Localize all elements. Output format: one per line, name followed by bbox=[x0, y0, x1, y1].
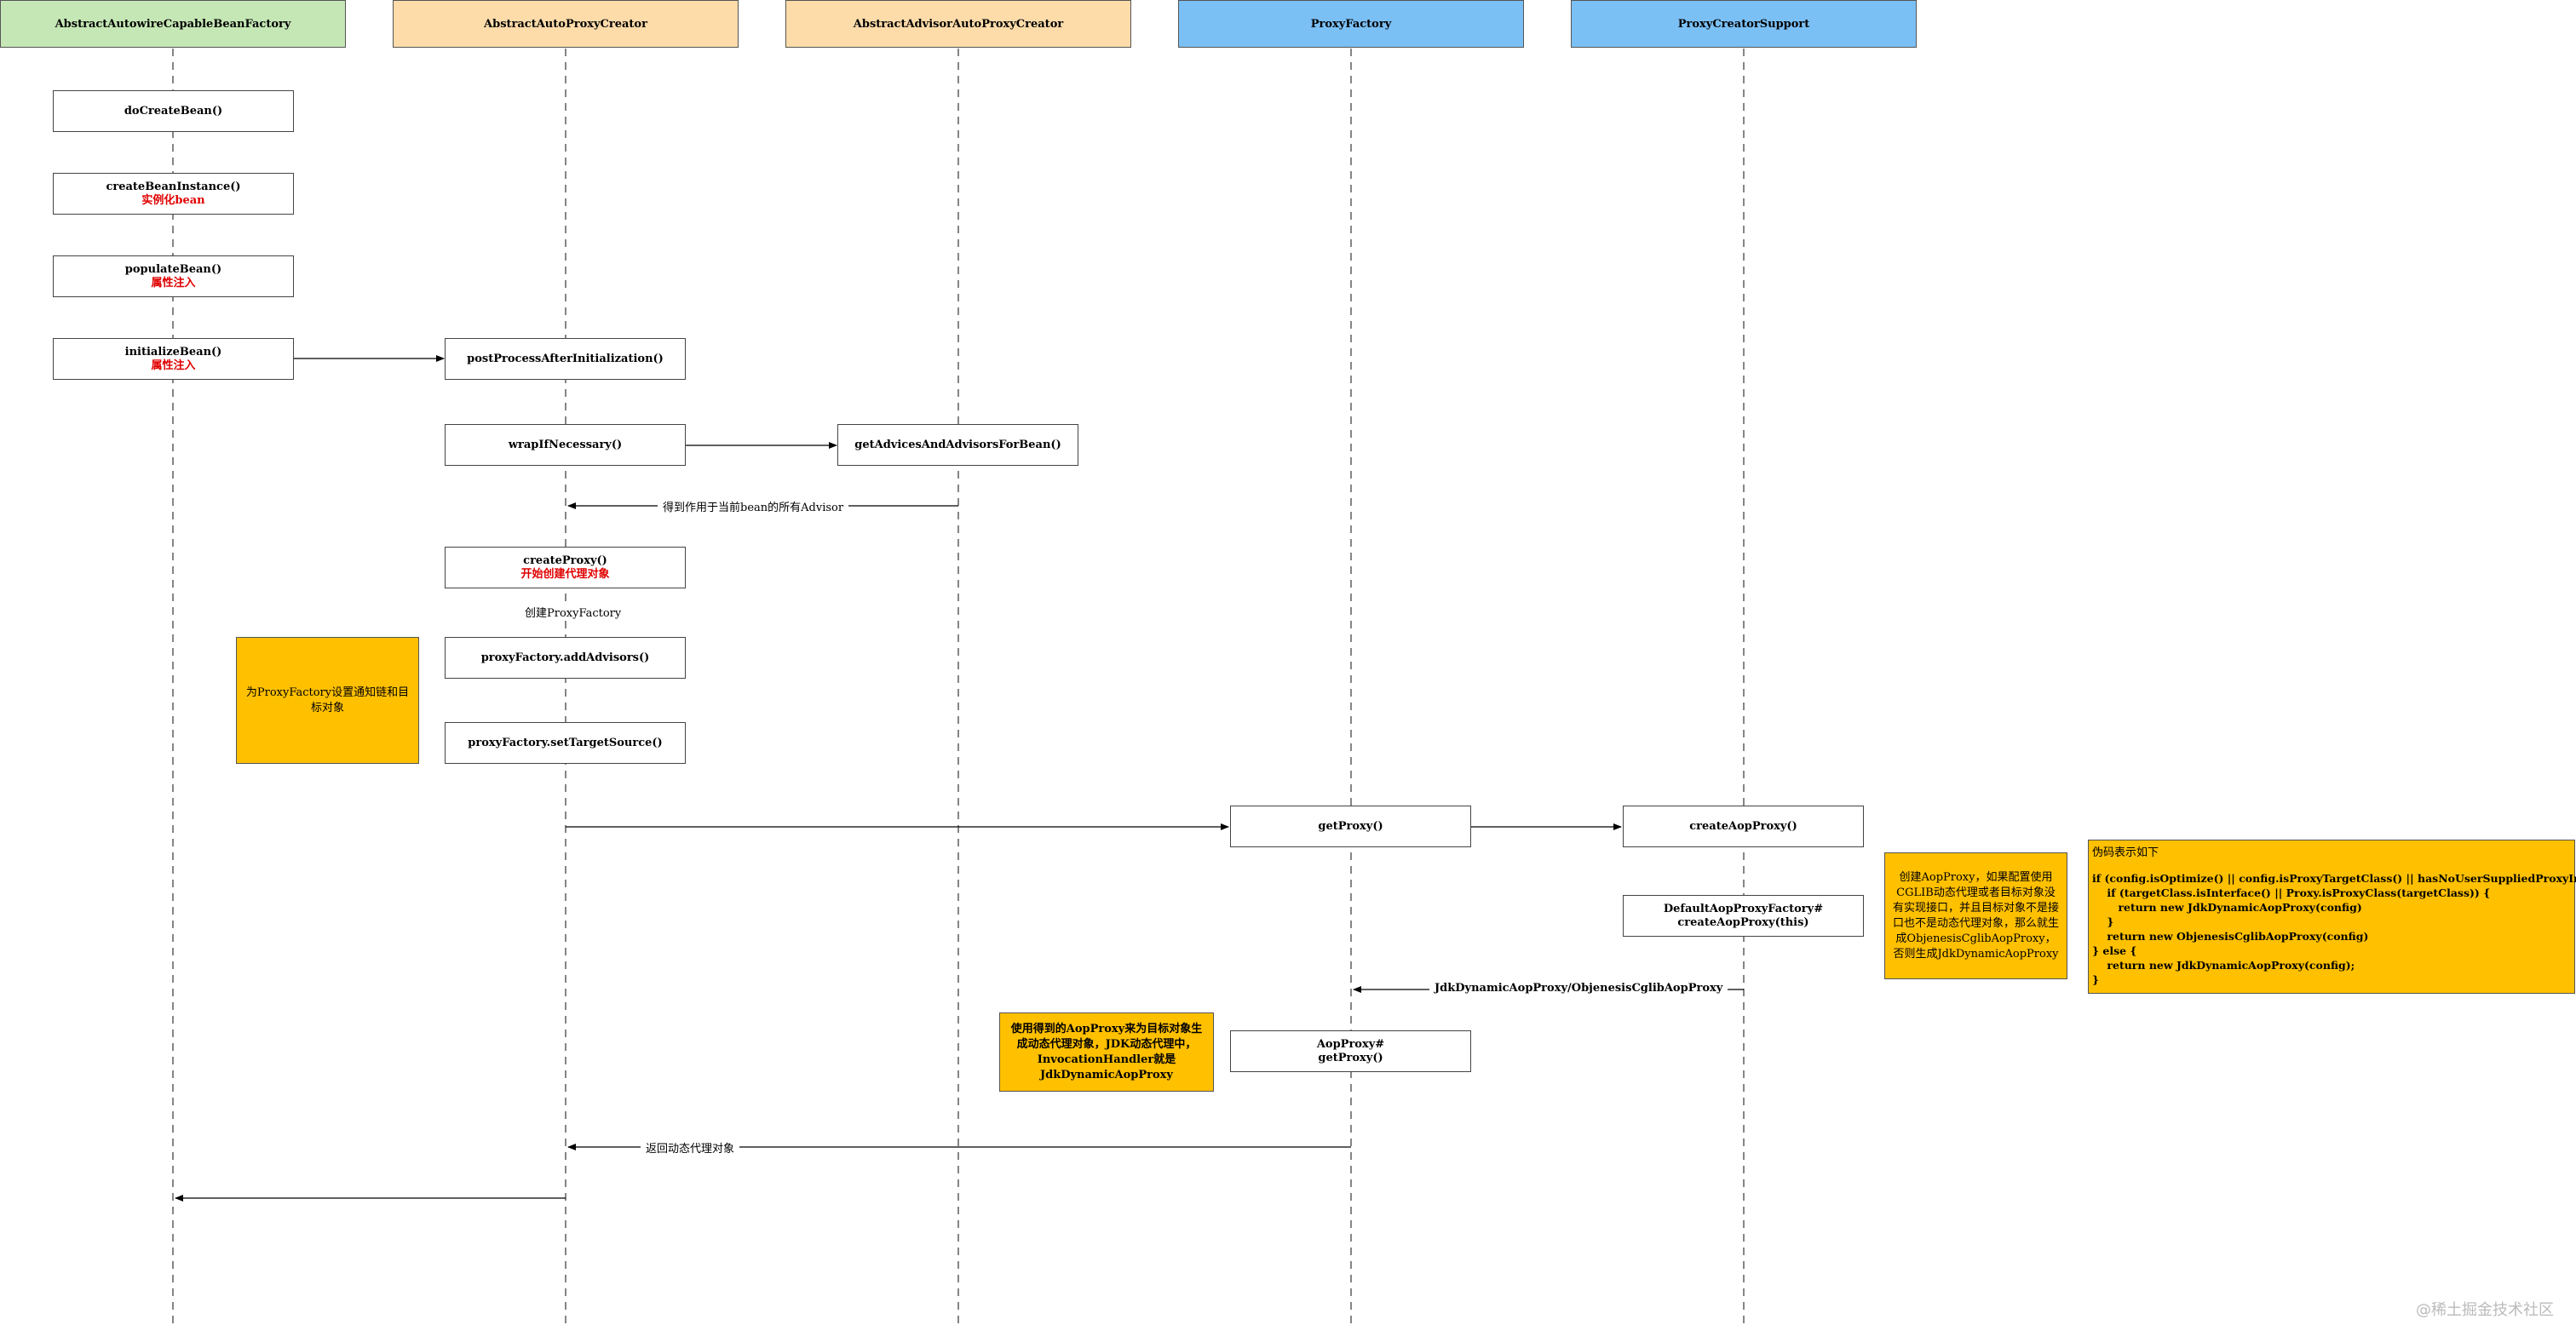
lifeline-abstract-autowire-capable-bean-factory: AbstractAutowireCapableBeanFactory bbox=[0, 0, 346, 48]
message-proxy-return: 返回动态代理对象 bbox=[641, 1139, 740, 1156]
step-title: getProxy() bbox=[1318, 819, 1383, 833]
step-default-aop-proxy-factory: DefaultAopProxyFactory# createAopProxy(t… bbox=[1623, 895, 1864, 937]
message-advisors-return: 得到作用于当前bean的所有Advisor bbox=[658, 498, 849, 514]
note-text: 创建AopProxy，如果配置使用CGLIB动态代理或者目标对象没有实现接口，并… bbox=[1892, 870, 2059, 961]
step-post-process-after-initialization: postProcessAfterInitialization() bbox=[445, 338, 686, 380]
step-title: createBeanInstance() bbox=[106, 180, 241, 193]
step-title: wrapIfNecessary() bbox=[508, 438, 623, 451]
lifeline-proxy-factory: ProxyFactory bbox=[1178, 0, 1524, 48]
pseudo-code-title: 伪码表示如下 bbox=[2092, 846, 2159, 859]
step-initialize-bean: initializeBean() 属性注入 bbox=[53, 338, 294, 380]
step-create-aop-proxy: createAopProxy() bbox=[1623, 806, 1864, 847]
step-title: getAdvicesAndAdvisorsForBean() bbox=[854, 438, 1061, 451]
lifeline-proxy-creator-support: ProxyCreatorSupport bbox=[1571, 0, 1917, 48]
step-get-advices-and-advisors-for-bean: getAdvicesAndAdvisorsForBean() bbox=[837, 424, 1078, 466]
step-line2: getProxy() bbox=[1318, 1051, 1383, 1064]
step-title: populateBean() bbox=[124, 262, 222, 276]
step-title: createAopProxy() bbox=[1689, 819, 1797, 833]
message-create-proxy-factory: 创建ProxyFactory bbox=[520, 604, 627, 620]
step-populate-bean: populateBean() 属性注入 bbox=[53, 255, 294, 297]
note-create-aop-proxy: 创建AopProxy，如果配置使用CGLIB动态代理或者目标对象没有实现接口，并… bbox=[1884, 852, 2067, 979]
step-aop-proxy-get-proxy: AopProxy# getProxy() bbox=[1230, 1030, 1471, 1072]
lifeline-abstract-auto-proxy-creator: AbstractAutoProxyCreator bbox=[393, 0, 739, 48]
step-subtitle: 属性注入 bbox=[151, 276, 196, 290]
step-title: proxyFactory.setTargetSource() bbox=[468, 736, 663, 749]
step-subtitle: 实例化bean bbox=[141, 193, 205, 207]
pseudo-code-body: if (config.isOptimize() || config.isProx… bbox=[2092, 872, 2576, 986]
step-title: initializeBean() bbox=[124, 345, 222, 358]
step-subtitle: 属性注入 bbox=[151, 358, 196, 372]
step-proxy-factory-set-target-source: proxyFactory.setTargetSource() bbox=[445, 722, 686, 764]
lifeline-abstract-advisor-auto-proxy-creator: AbstractAdvisorAutoProxyCreator bbox=[785, 0, 1131, 48]
step-create-bean-instance: createBeanInstance() 实例化bean bbox=[53, 173, 294, 215]
step-line1: AopProxy# bbox=[1316, 1037, 1385, 1051]
watermark: @稀土掘金技术社区 bbox=[2416, 1301, 2554, 1319]
note-set-advice-chain: 为ProxyFactory设置通知链和目标对象 bbox=[236, 637, 419, 764]
step-proxy-factory-add-advisors: proxyFactory.addAdvisors() bbox=[445, 637, 686, 679]
step-line2: createAopProxy(this) bbox=[1677, 915, 1809, 929]
step-wrap-if-necessary: wrapIfNecessary() bbox=[445, 424, 686, 466]
step-title: createProxy() bbox=[523, 554, 607, 567]
step-title: doCreateBean() bbox=[124, 104, 223, 118]
note-pseudo-code: 伪码表示如下 if (config.isOptimize() || config… bbox=[2088, 840, 2576, 994]
note-text: 使用得到的AopProxy来为目标对象生成动态代理对象，JDK动态代理中，Inv… bbox=[1010, 1022, 1203, 1081]
step-title: proxyFactory.addAdvisors() bbox=[480, 651, 650, 664]
note-use-aop-proxy: 使用得到的AopProxy来为目标对象生成动态代理对象，JDK动态代理中，Inv… bbox=[999, 1012, 1214, 1092]
step-get-proxy: getProxy() bbox=[1230, 806, 1471, 847]
message-aop-proxy-return: JdkDynamicAopProxy/ObjenesisCglibAopProx… bbox=[1429, 982, 1728, 995]
step-title: postProcessAfterInitialization() bbox=[467, 352, 664, 365]
step-create-proxy: createProxy() 开始创建代理对象 bbox=[445, 547, 686, 588]
note-text: 为ProxyFactory设置通知链和目标对象 bbox=[245, 685, 410, 714]
step-subtitle: 开始创建代理对象 bbox=[520, 567, 610, 581]
step-do-create-bean: doCreateBean() bbox=[53, 90, 294, 132]
step-line1: DefaultAopProxyFactory# bbox=[1663, 902, 1824, 915]
